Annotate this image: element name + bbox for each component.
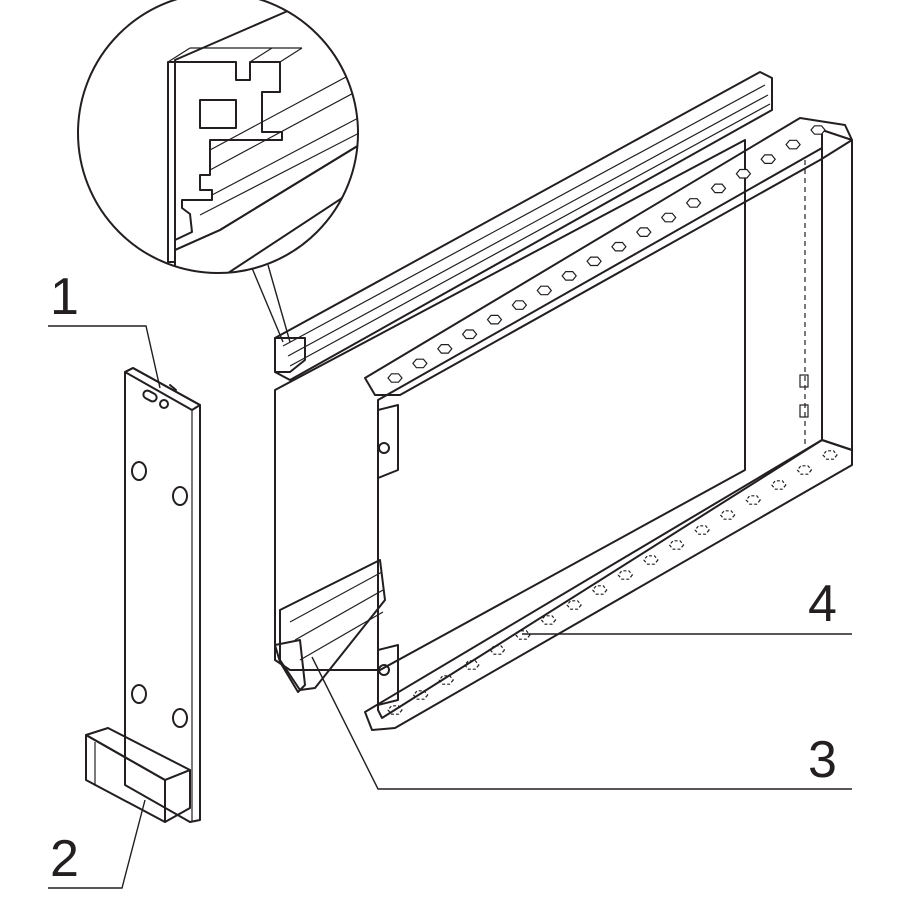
callout-4: 4	[522, 575, 852, 635]
detail-magnifier	[77, 0, 359, 343]
panel-hole	[561, 271, 577, 281]
panel-hole	[437, 344, 453, 354]
hidden-hole	[745, 495, 761, 505]
hidden-hole	[464, 660, 480, 670]
hidden-hole	[719, 510, 736, 520]
hidden-hole	[668, 540, 685, 550]
panel-hole	[486, 314, 503, 325]
hidden-hole	[694, 525, 710, 535]
callout-2: 2	[48, 799, 146, 889]
rail-extrusion	[274, 71, 773, 693]
hidden-hole	[796, 465, 813, 475]
top-hole-row	[387, 125, 826, 383]
bottom-hole-row	[387, 450, 838, 715]
panel-hole	[785, 139, 801, 150]
panel-hole	[760, 154, 776, 164]
panel-hole	[461, 329, 478, 340]
detail-rail-profile	[167, 9, 358, 273]
panel-hole	[387, 373, 403, 383]
svg-text:3: 3	[808, 731, 837, 789]
panel-hole	[636, 227, 652, 237]
hidden-hole	[771, 480, 787, 490]
front-plate	[85, 367, 201, 823]
callout-3: 3	[311, 656, 852, 790]
panel-hole	[660, 212, 677, 223]
side-panel	[364, 117, 853, 731]
svg-text:2: 2	[50, 830, 79, 888]
hidden-hole	[438, 675, 454, 685]
panel-hole	[511, 300, 528, 310]
svg-text:4: 4	[808, 575, 837, 633]
hidden-hole	[591, 585, 608, 595]
panel-hole	[536, 285, 553, 296]
hidden-hole	[617, 570, 634, 580]
hidden-hole	[489, 645, 506, 655]
hidden-hole	[566, 600, 582, 610]
panel-hole	[810, 125, 826, 135]
hidden-hole	[822, 450, 838, 460]
hidden-hole	[412, 690, 429, 700]
hidden-hole	[387, 705, 403, 715]
hidden-hole	[515, 630, 531, 640]
panel-hole	[412, 358, 428, 369]
svg-text:1: 1	[50, 268, 79, 326]
panel-hole	[586, 256, 602, 267]
hidden-hole	[540, 615, 557, 625]
panel-hole	[735, 168, 752, 179]
callout-1: 1	[48, 268, 161, 389]
hidden-hole	[643, 555, 659, 565]
panel-hole	[611, 241, 627, 252]
panel-hole	[710, 183, 727, 194]
panel-hole	[685, 198, 702, 208]
